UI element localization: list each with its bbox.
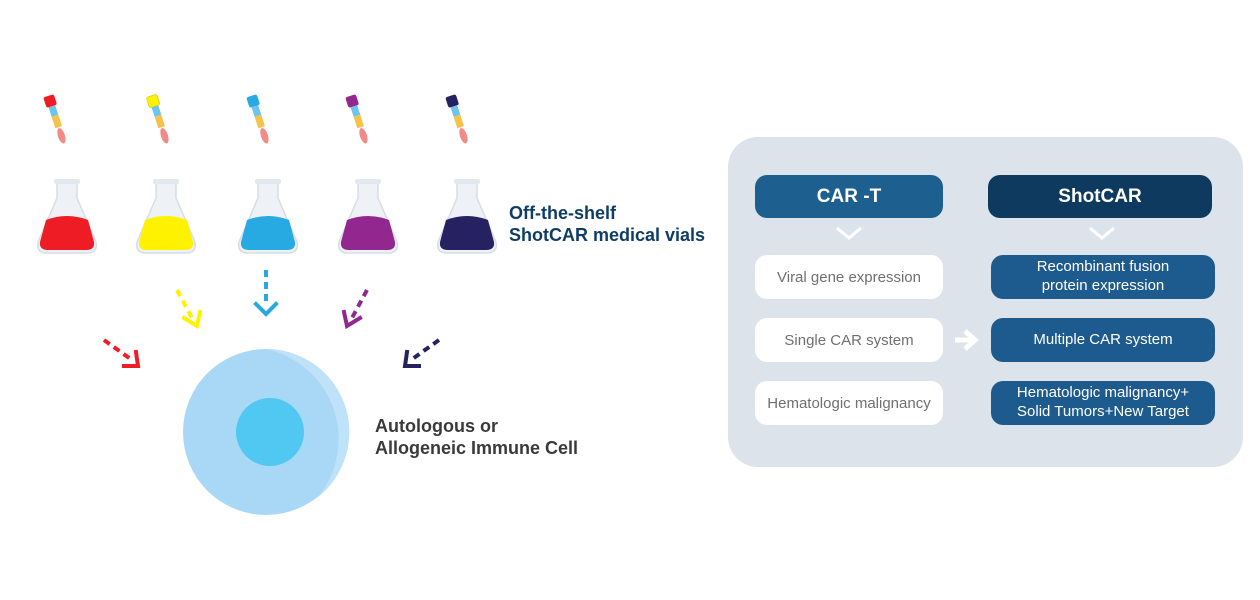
shotcar-row-system-line1: Multiple CAR system [1033, 330, 1173, 348]
arrow-head-icon [253, 301, 279, 317]
cell-caption: Autologous or Allogeneic Immune Cell [375, 416, 578, 460]
shotcar-row-target: Hematologic malignancy+ Solid Tumors+New… [991, 381, 1215, 425]
arrow-icon [175, 289, 194, 319]
cell-caption-line1: Autologous or [375, 416, 498, 436]
shotcar-row-expression-line2: protein expression [1041, 277, 1165, 294]
shotcar-row-expression: Recombinant fusion protein expression [991, 255, 1215, 299]
comparison-panel: CAR -T ShotCAR Viral gene expression Sin… [728, 137, 1243, 467]
pipette-icon [246, 94, 269, 144]
shotcar-row-expression-line1: Recombinant fusion [1036, 258, 1170, 276]
flask-icon [36, 179, 98, 254]
shotcar-row-target-line1: Hematologic malignancy+ [1016, 384, 1190, 402]
flask-icon [237, 179, 299, 254]
arrow-icon [350, 289, 369, 319]
shotcar-row-target-line2: Solid Tumors+New Target [1017, 403, 1189, 420]
vials-caption-line2: ShotCAR medical vials [509, 224, 706, 245]
chevron-down-icon [1089, 226, 1115, 240]
cell-caption-line2: Allogeneic Immune Cell [375, 437, 579, 458]
pipette-icon [345, 94, 368, 144]
arrow-icon [102, 338, 134, 362]
car-t-row-expression: Viral gene expression [755, 255, 943, 299]
arrow-head-icon [122, 349, 141, 368]
arrow-right-icon [955, 329, 979, 351]
immune-cell-icon [183, 348, 350, 515]
shotcar-row-system: Multiple CAR system [991, 318, 1215, 362]
chevron-down-icon [836, 226, 862, 240]
flask-icon [436, 179, 498, 254]
arrow-head-icon [341, 309, 363, 330]
pipette-icon [146, 94, 169, 144]
arrow-head-icon [402, 349, 421, 368]
vials-caption-line1: Off-the-shelf [509, 203, 616, 223]
cell-nucleus [236, 398, 304, 466]
pipette-icon [445, 94, 468, 144]
car-t-row-system: Single CAR system [755, 318, 943, 362]
arrow-icon [409, 338, 441, 362]
car-t-header: CAR -T [755, 175, 943, 218]
car-t-row-target: Hematologic malignancy [755, 381, 943, 425]
flask-icon [135, 179, 197, 254]
shotcar-header: ShotCAR [988, 175, 1212, 218]
pipette-icon [43, 94, 66, 144]
flask-icon [337, 179, 399, 254]
vials-caption: Off-the-shelf ShotCAR medical vials [509, 203, 705, 247]
arrow-head-icon [181, 309, 203, 330]
